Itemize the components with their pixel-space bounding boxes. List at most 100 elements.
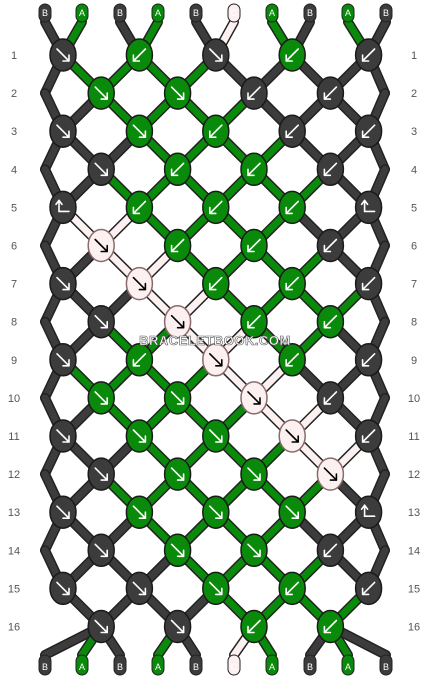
knot-direction-arrow-icon [247,543,261,558]
bottom-strand-end [227,654,241,676]
knot [316,76,345,110]
knot-direction-arrow-icon [247,619,261,634]
knot-direction-arrow-icon [94,619,108,634]
row-number-left: 6 [11,241,17,253]
knot-direction-arrow-icon [247,162,261,177]
bottom-strand-label: A [155,662,161,672]
row-number-left: 4 [11,164,17,176]
knot [278,266,306,301]
knot [49,38,77,72]
knot [278,38,306,72]
knot [354,495,383,529]
row-number-right: 3 [411,126,417,138]
knot-direction-arrow-icon [209,505,223,519]
knot-direction-arrow-icon [323,238,338,253]
bottom-strand-label: B [383,662,389,672]
bottom-strand-end [265,654,279,676]
knot-direction-arrow-icon [132,429,147,443]
knot-direction-arrow-icon [361,276,376,291]
knot-direction-arrow-icon [170,314,185,329]
row-number-right: 15 [408,583,420,595]
knot-direction-arrow-icon [170,543,185,558]
bottom-strand-label: B [117,662,123,672]
knot [49,571,77,606]
knot-direction-arrow-icon [247,314,261,329]
top-strand-end [113,3,127,23]
knot-direction-arrow-icon [285,200,299,215]
knot [202,571,230,606]
knot-direction-arrow-icon [132,124,147,138]
bottom-strand-label: B [193,662,199,672]
knot [87,152,115,187]
knot-direction-arrow-icon [132,581,147,596]
knot [163,609,192,644]
knot [163,457,192,491]
knot [354,114,383,148]
knot-body [49,190,77,225]
top-strand-end [265,3,279,23]
top-strand-end [379,3,393,23]
knot [316,304,345,339]
knot-direction-arrow-icon [361,48,376,62]
knot [278,114,306,148]
top-strand-label: C [231,8,238,18]
row-number-left: 16 [8,622,20,634]
knot [202,343,230,377]
knot [87,609,115,644]
knot [49,419,77,453]
row-number-right: 10 [408,393,420,405]
top-strand-end [227,3,241,23]
row-number-left: 15 [8,583,20,595]
knot [316,609,345,644]
bottom-strand-label: A [345,662,351,672]
knot-direction-arrow-icon [360,504,376,517]
knot-direction-arrow-icon [170,86,185,100]
bottom-strand-end [113,654,127,676]
knot [354,38,383,72]
knot [87,457,115,491]
row-number-right: 16 [408,622,420,634]
knot-body [354,190,383,225]
knot [316,381,345,415]
knot [125,114,154,148]
knot [278,343,306,377]
knot [316,152,345,187]
row-number-right: 13 [408,507,420,519]
row-number-left: 12 [8,469,20,481]
knot-direction-arrow-icon [323,543,338,558]
knot [125,343,154,377]
knot-direction-arrow-icon [361,429,376,443]
row-number-left: 8 [11,317,17,329]
knot [202,266,230,301]
top-strand-end [151,3,165,23]
knot-direction-arrow-icon [361,124,376,138]
row-number-left: 1 [11,50,17,62]
knot [240,533,268,568]
knot-direction-arrow-icon [209,581,223,596]
knot [163,76,192,110]
row-number-right: 14 [408,545,420,557]
knot [202,419,230,453]
knot [278,190,306,225]
row-number-left: 7 [11,279,17,291]
knot-direction-arrow-icon [56,124,70,138]
knot-direction-arrow-icon [56,429,70,443]
knot-direction-arrow-icon [323,467,338,481]
bottom-strand-label: A [269,662,275,672]
watermark-text: BRACELETBOOK.COM [139,333,291,348]
knot-direction-arrow-icon [170,619,185,634]
knot-direction-arrow-icon [285,276,299,291]
knot [125,495,154,529]
knot [316,457,345,491]
knot-direction-arrow-icon [361,353,376,367]
knot-direction-arrow-icon [361,581,376,596]
bottom-strand-end [303,654,317,676]
knot [354,571,383,606]
row-number-right: 8 [411,317,417,329]
knot-direction-arrow-icon [132,276,147,291]
knot-direction-arrow-icon [209,429,223,443]
row-number-left: 10 [8,393,20,405]
row-number-left: 2 [11,88,17,100]
knot-direction-arrow-icon [323,86,338,100]
knot-direction-arrow-icon [209,353,223,367]
